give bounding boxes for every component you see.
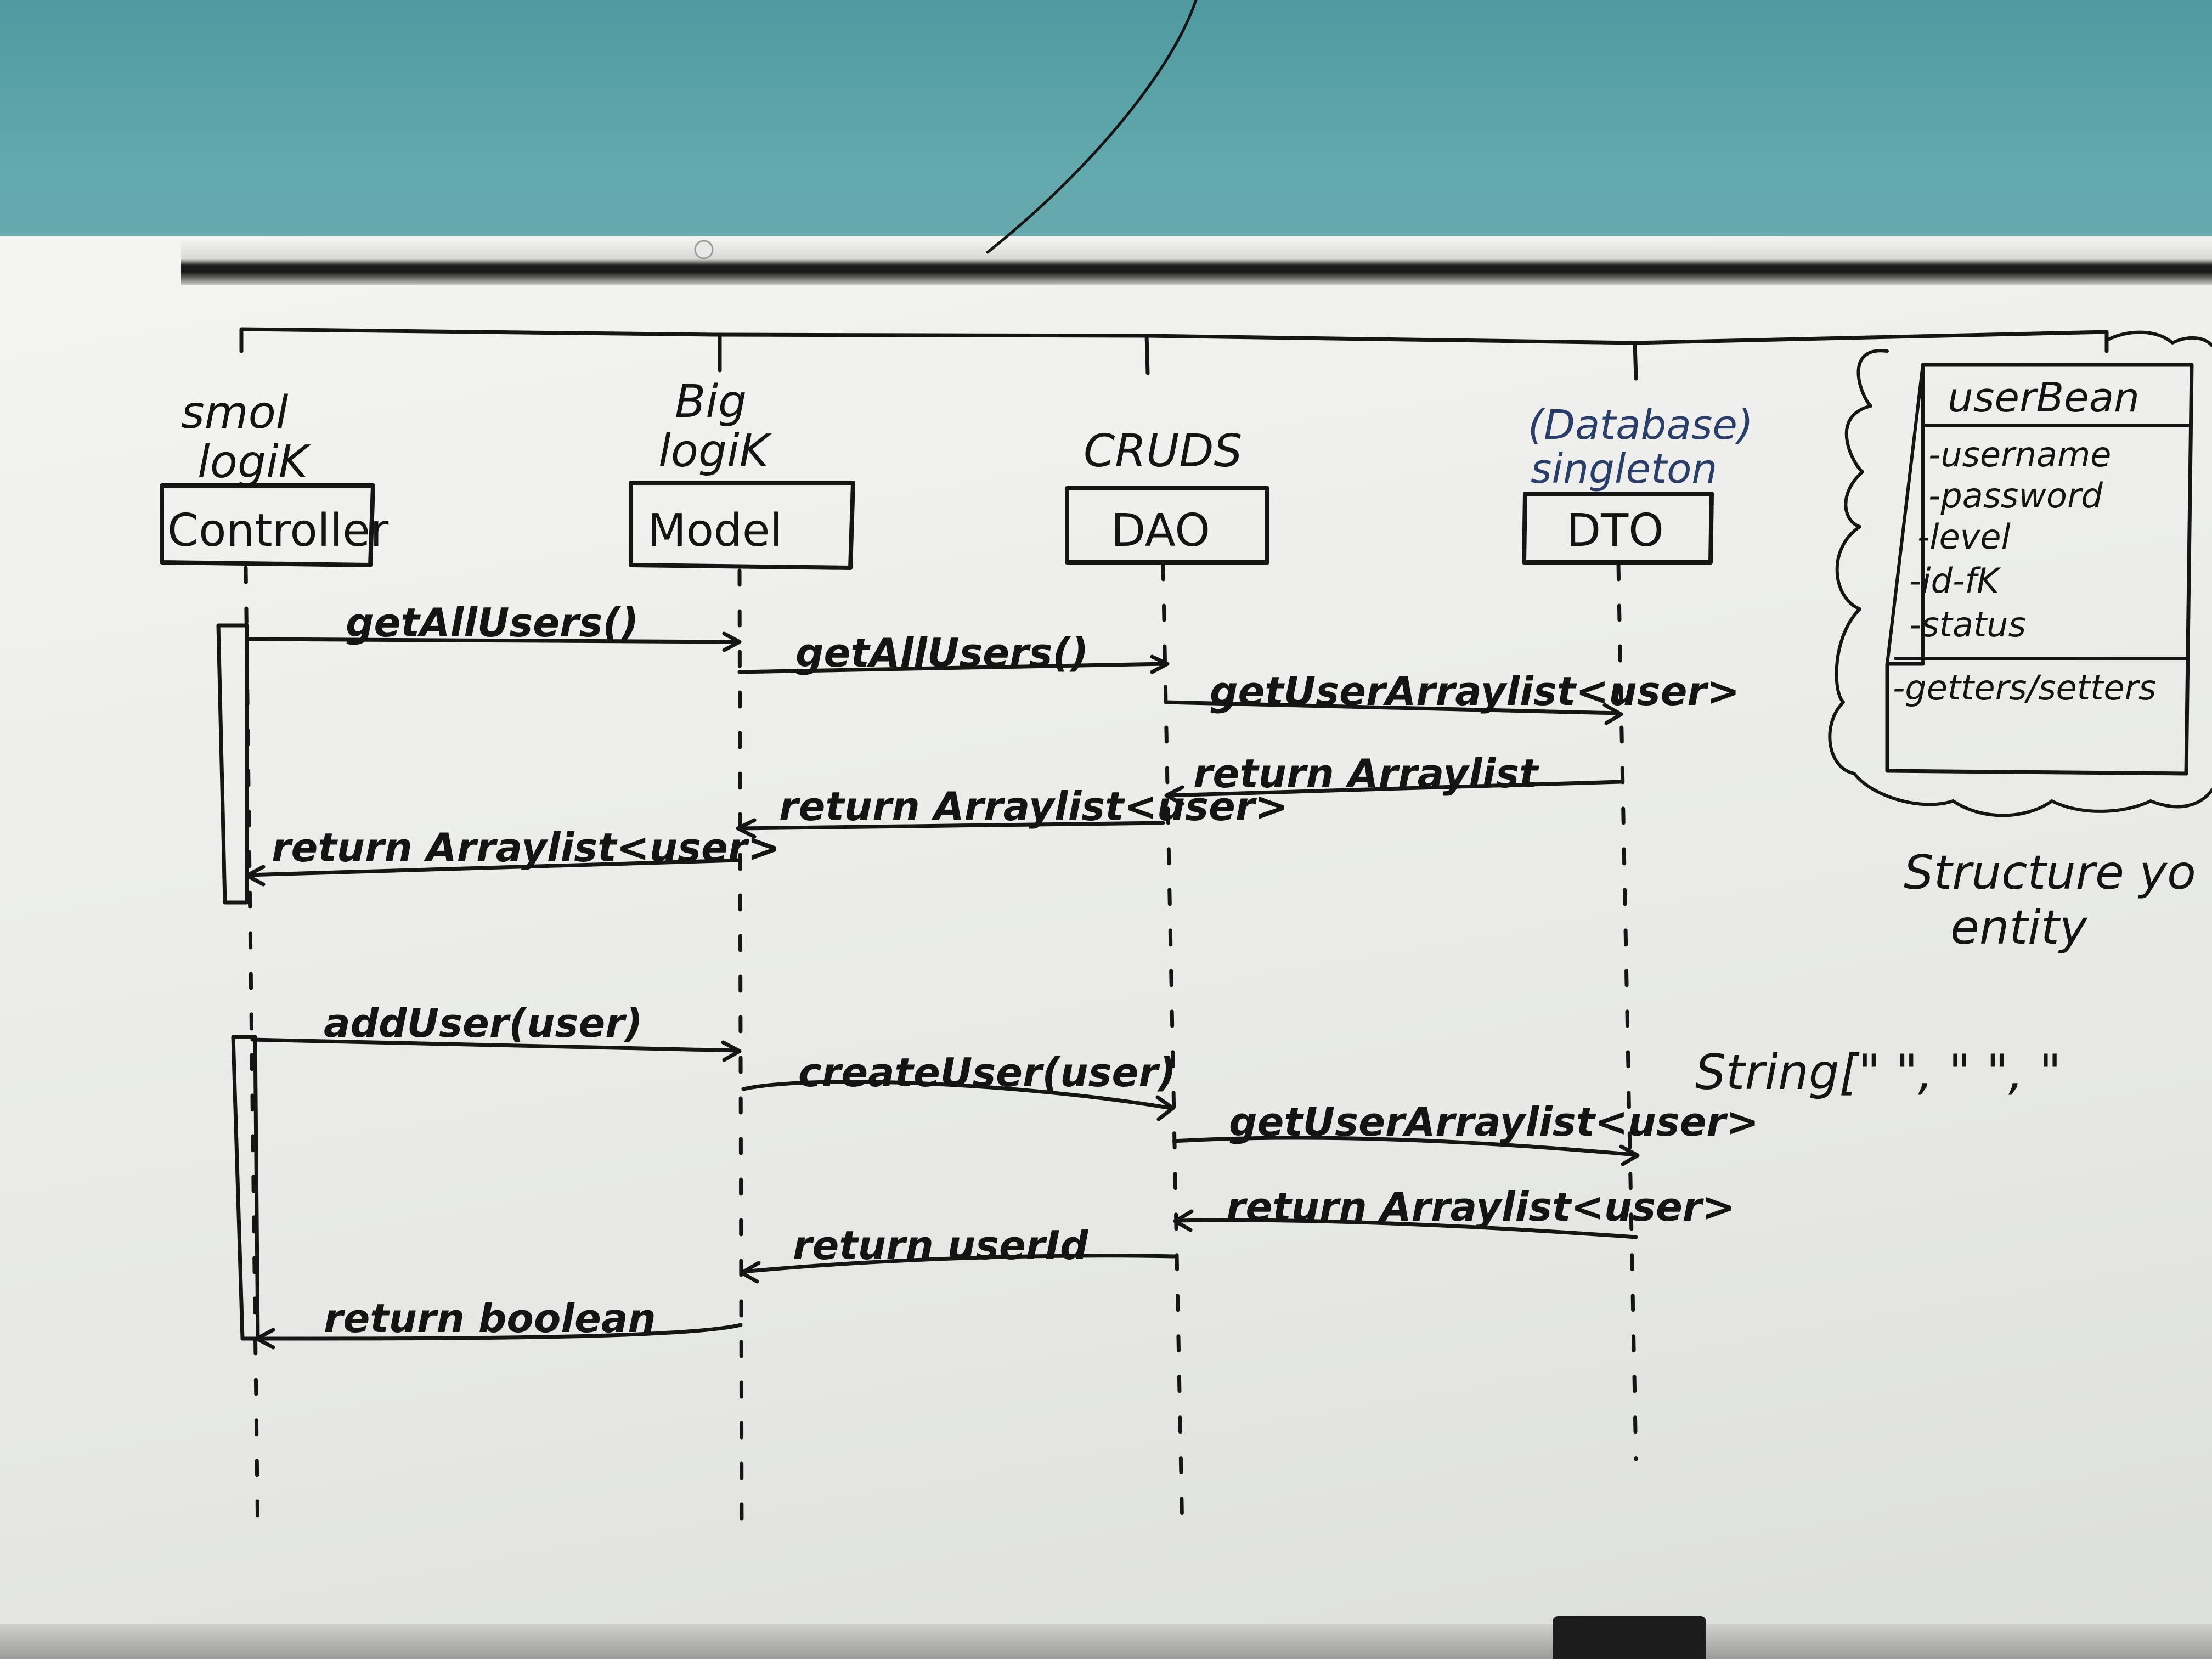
msg-return-arraylist-1: return Arraylist (1193, 751, 1539, 797)
model-label: Model (647, 505, 782, 557)
dao-label: DAO (1111, 505, 1210, 557)
msg-return-boolean: return boolean (324, 1295, 656, 1341)
dto-box: DTO (1522, 492, 1714, 565)
msg-getallusers-2: getAllUsers() (795, 630, 1088, 676)
model-lifeline (737, 568, 744, 1538)
model-caption-line2: logiK (658, 425, 772, 477)
top-bracket (239, 327, 2109, 353)
userbean-title: userBean (1948, 374, 2140, 421)
dto-lifeline (1616, 563, 1638, 1462)
msg-getuserarraylist-2: getUserArraylist<user> (1229, 1099, 1759, 1145)
userbean-field-password: -password (1928, 476, 2103, 516)
eraser (1553, 1616, 1706, 1659)
msg-adduser: addUser(user) (324, 1000, 643, 1046)
arrow-return-boolean (255, 1323, 743, 1350)
arrow-getallusers-2 (737, 654, 1170, 674)
dto-caption-line2: singleton (1531, 445, 1717, 493)
whiteboard (0, 236, 2212, 1659)
userbean-class-box: userBean -username -password -level -id-… (1885, 363, 2194, 776)
msg-getuserarraylist-1: getUserArraylist<user> (1210, 668, 1740, 714)
msg-createuser: createUser(user) (798, 1049, 1176, 1096)
activation-bar-1 (216, 623, 249, 905)
msg-return-arraylist-3: return Arraylist<user> (272, 825, 781, 871)
model-caption-line1: Big (675, 376, 747, 428)
controller-label: Controller (167, 505, 389, 557)
arrow-adduser (250, 1037, 742, 1062)
arrow-return-arraylist-2 (736, 818, 1165, 839)
marker-tray (0, 1624, 2212, 1659)
note-structure-line1: Structure yo (1904, 845, 2196, 900)
dto-label: DTO (1566, 505, 1664, 557)
controller-caption-line2: logiK (198, 436, 312, 488)
controller-caption-line1: smol (181, 387, 289, 439)
bean-cloud (1828, 349, 2212, 817)
note-string-array: String[" ", " ", " (1695, 1044, 2061, 1101)
note-structure-line2: entity (1950, 900, 2088, 955)
arrow-getuserarraylist-1 (1164, 700, 1623, 725)
arrow-return-arraylist-4 (1173, 1209, 1638, 1239)
msg-return-arraylist-2: return Arraylist<user> (779, 783, 1288, 830)
arrow-getallusers-1 (247, 631, 742, 652)
userbean-field-username: -username (1928, 435, 2111, 475)
arrow-createuser (741, 1080, 1175, 1121)
dto-caption-line1: (Database) (1528, 402, 1753, 449)
arrow-return-arraylist-3 (245, 858, 740, 887)
msg-getallusers-1: getAllUsers() (346, 600, 639, 646)
dao-lifeline (1161, 563, 1184, 1533)
arrow-return-userid (740, 1254, 1176, 1284)
whiteboard-top-rail (181, 241, 2212, 285)
dao-caption: CRUDS (1084, 425, 1242, 477)
msg-return-arraylist-4: return Arraylist<user> (1226, 1184, 1735, 1230)
userbean-field-level: -level (1917, 517, 2011, 557)
userbean-method-getters-setters: -getters/setters (1893, 668, 2156, 708)
userbean-field-id-fk: -id-fK (1909, 561, 2001, 601)
msg-return-userid: return userId (793, 1222, 1089, 1268)
model-box: Model (629, 481, 855, 570)
controller-box: Controller (160, 483, 389, 567)
userbean-field-status: -status (1909, 605, 2026, 645)
dao-box: DAO (1065, 486, 1269, 565)
magnet (694, 240, 714, 259)
arrow-getuserarraylist-2 (1172, 1136, 1640, 1166)
arrow-return-arraylist-1 (1164, 780, 1623, 806)
wall-cable (986, 0, 1198, 254)
